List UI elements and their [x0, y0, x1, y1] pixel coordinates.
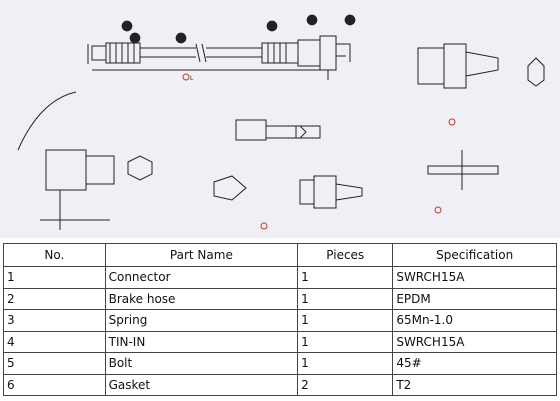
cell-spec: T2 [392, 373, 557, 396]
cell-no: 4 [3, 330, 106, 353]
hose-assembly [87, 35, 351, 80]
detail-right-middle [299, 175, 363, 209]
detail-left [17, 91, 153, 230]
svg-text:5: 5 [310, 16, 315, 25]
table-header-row: No. Part Name Pieces Specification [3, 243, 557, 267]
table-row: 2 Brake hose 1 EPDM [3, 287, 557, 310]
table-row: 6 Gasket 2 T2 [3, 373, 557, 396]
detail-middle [213, 119, 321, 230]
cell-spec: SWRCH15A [392, 330, 557, 353]
cell-part-name: Brake hose [104, 287, 299, 310]
svg-text:L: L [190, 75, 194, 82]
table-row: 5 Bolt 1 45# [3, 352, 557, 375]
cell-pieces: 1 [297, 330, 394, 353]
cell-part-name: Bolt [104, 352, 299, 375]
header-no: No. [3, 243, 106, 267]
header-part-name: Part Name [104, 243, 299, 267]
cell-pieces: 2 [297, 373, 394, 396]
detail-top-right [417, 43, 545, 126]
svg-text:2: 2 [133, 34, 138, 43]
cell-pieces: 1 [297, 266, 394, 289]
cell-spec: 65Mn-1.0 [392, 309, 557, 332]
cell-no: 2 [3, 287, 106, 310]
cell-spec: 45# [392, 352, 557, 375]
header-specification: Specification [392, 243, 557, 267]
cell-pieces: 1 [297, 287, 394, 310]
svg-text:3: 3 [179, 34, 184, 43]
cell-part-name: TIN-IN [104, 330, 299, 353]
dimension-text: L [182, 73, 194, 82]
cell-part-name: Spring [104, 309, 299, 332]
detail-gasket [427, 150, 499, 214]
svg-text:6: 6 [348, 16, 353, 25]
cell-no: 6 [3, 373, 106, 396]
table-row: 4 TIN-IN 1 SWRCH15A [3, 330, 557, 353]
drawing-svg: 1 2 3 4 5 6 L [17, 14, 545, 230]
callout-markers: 1 2 3 4 5 6 [121, 14, 356, 44]
svg-text:1: 1 [125, 22, 130, 31]
svg-text:4: 4 [270, 22, 275, 31]
cell-pieces: 1 [297, 352, 394, 375]
cell-part-name: Gasket [104, 373, 299, 396]
technical-drawing: 1 2 3 4 5 6 L [0, 0, 560, 238]
table-row: 3 Spring 1 65Mn-1.0 [3, 309, 557, 332]
cell-spec: SWRCH15A [392, 266, 557, 289]
parts-table: No. Part Name Pieces Specification 1 Con… [3, 243, 557, 396]
header-pieces: Pieces [297, 243, 394, 267]
table-row: 1 Connector 1 SWRCH15A [3, 266, 557, 289]
cell-spec: EPDM [392, 287, 557, 310]
cell-pieces: 1 [297, 309, 394, 332]
cell-no: 3 [3, 309, 106, 332]
cell-no: 1 [3, 266, 106, 289]
cell-part-name: Connector [104, 266, 299, 289]
cell-no: 5 [3, 352, 106, 375]
